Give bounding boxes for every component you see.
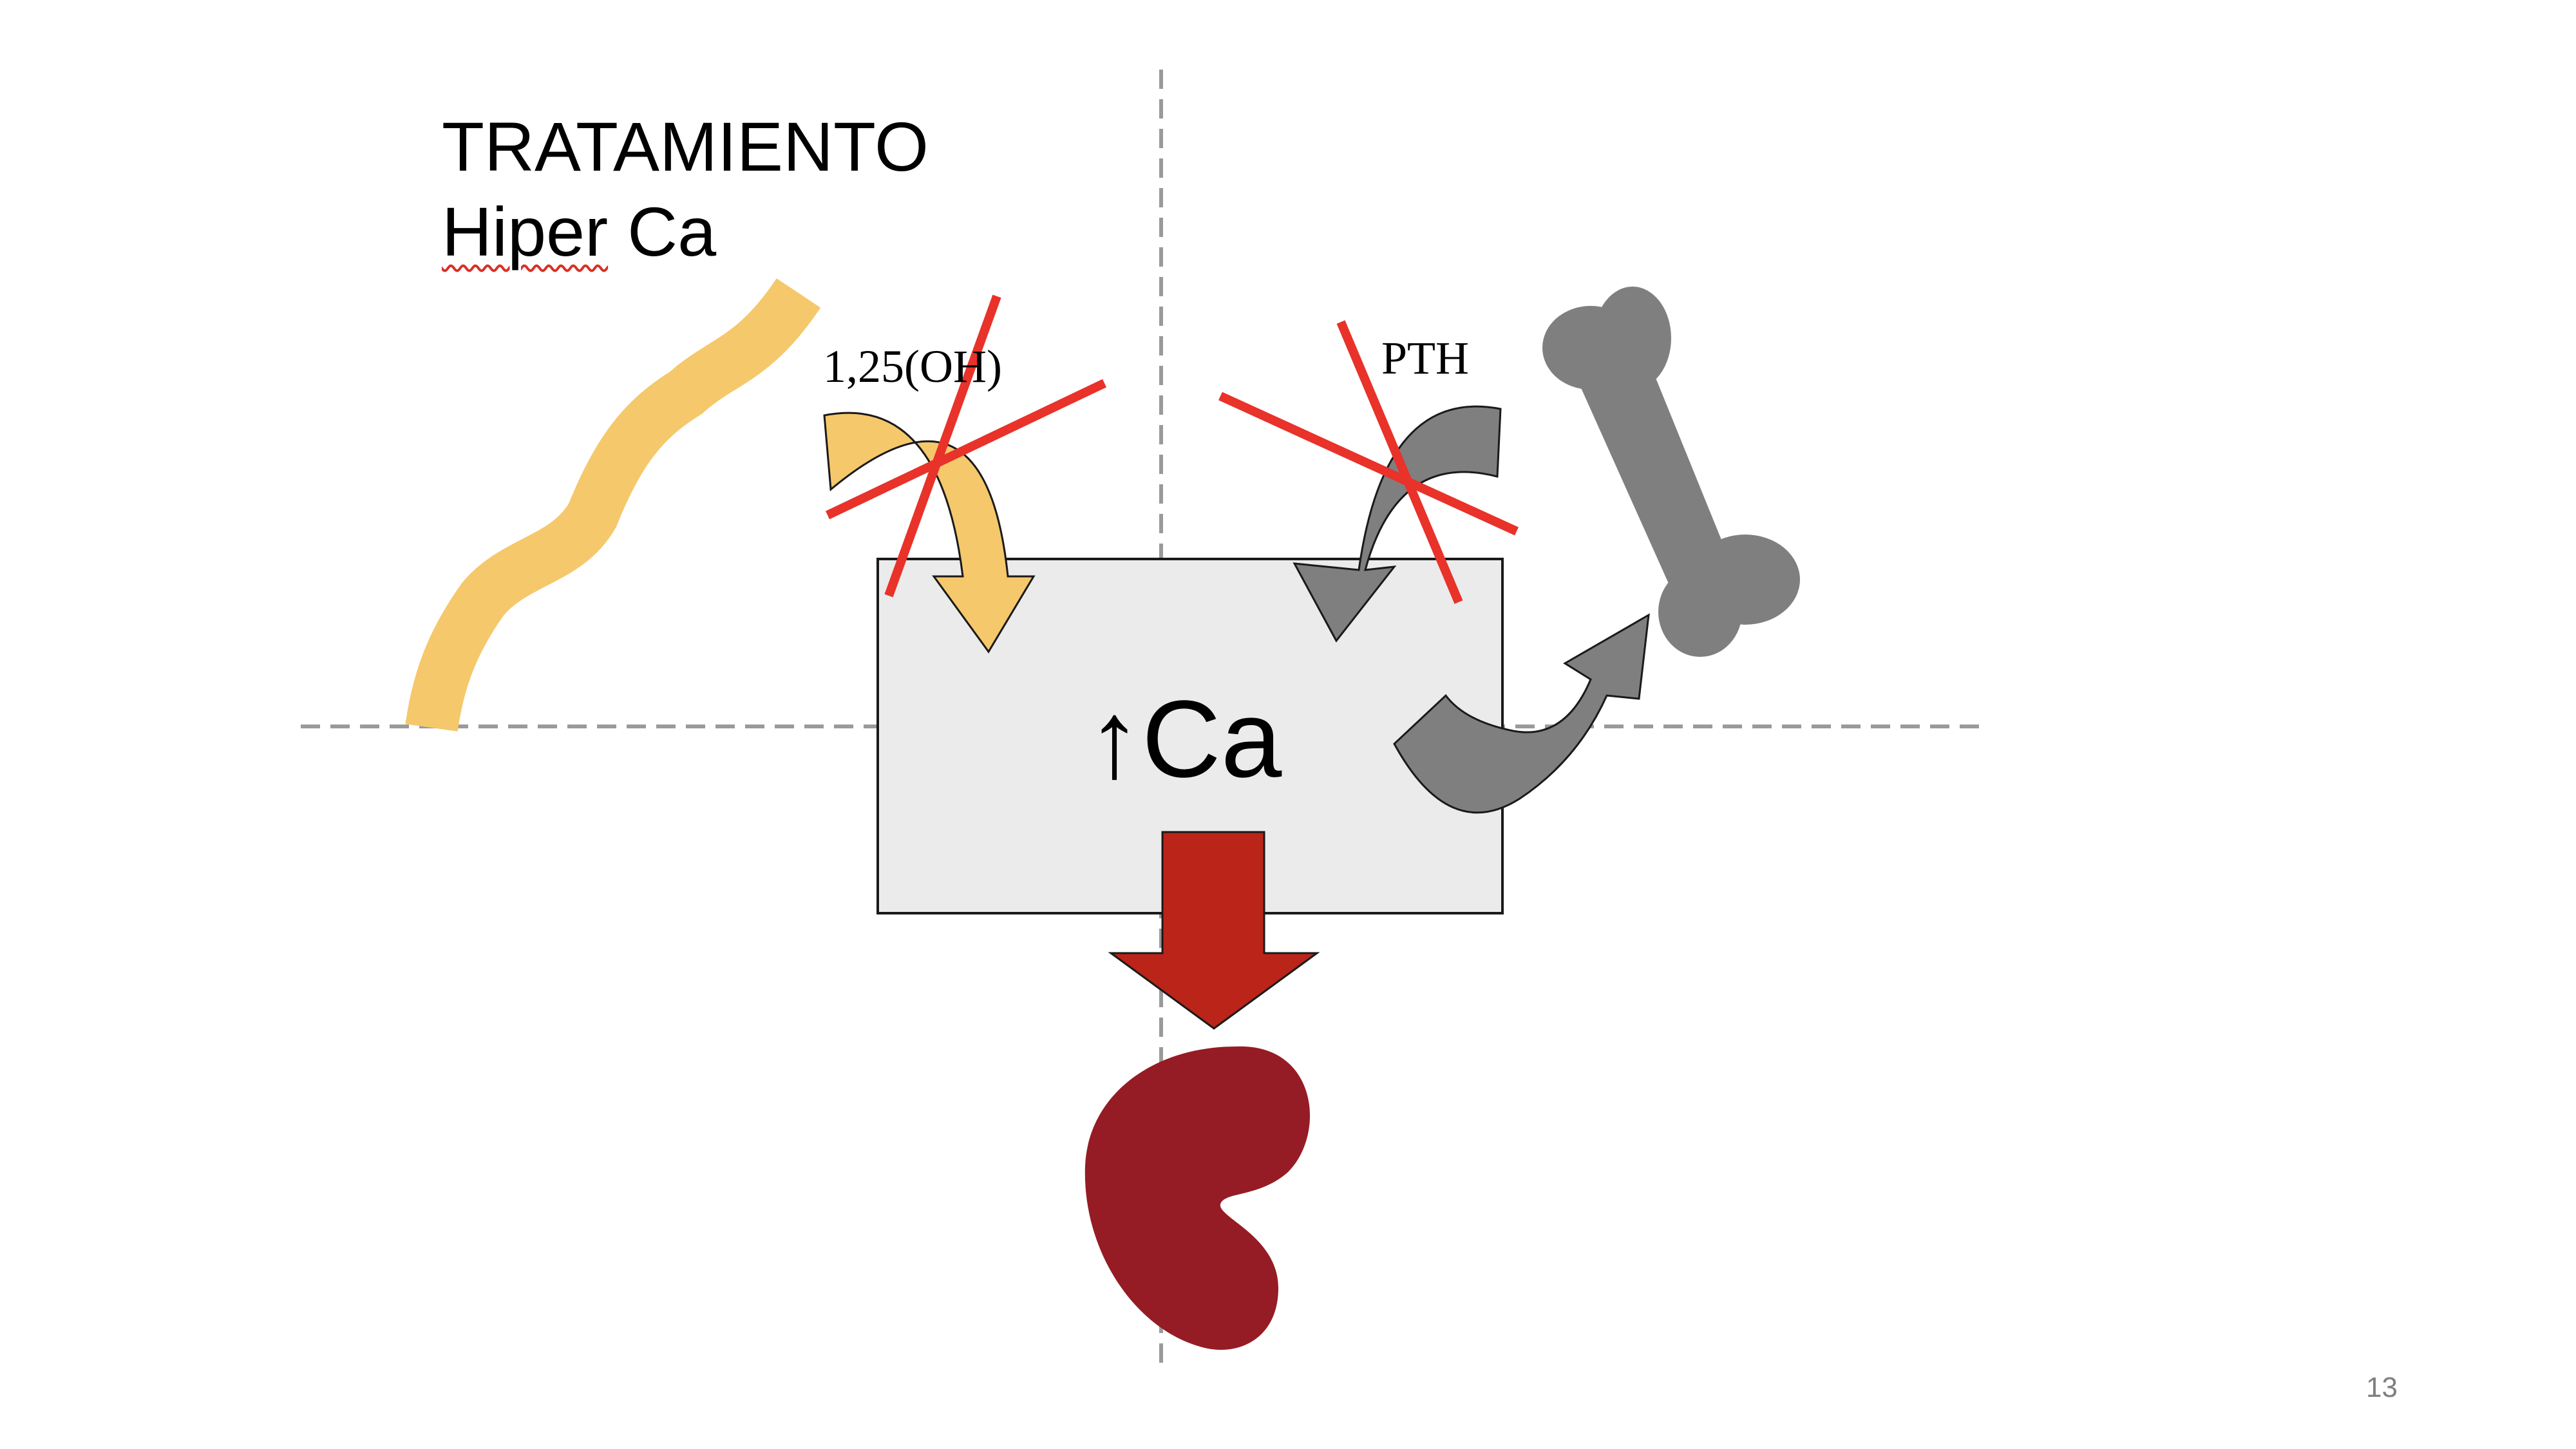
vitd-cross-mark	[825, 294, 1107, 598]
pth-cross-mark	[1218, 320, 1519, 604]
title-line-1: TRATAMIENTO	[442, 108, 929, 185]
pth-arrow	[1293, 405, 1502, 643]
title-line-2: Hiper Ca	[442, 189, 929, 274]
kidney-icon	[1084, 1046, 1311, 1350]
intestine-icon	[405, 278, 821, 732]
pth-label: PTH	[1381, 332, 1470, 384]
bone-icon	[1542, 287, 1800, 657]
calcium-label: ↑Ca	[1087, 678, 1282, 800]
vitd-label: 1,25(OH)	[823, 341, 1002, 392]
slide-title: TRATAMIENTO Hiper Ca	[442, 104, 929, 274]
excretion-arrow	[1108, 831, 1320, 1030]
title-word-ca: Ca	[627, 193, 717, 270]
vitd-arrow	[823, 412, 1036, 654]
title-word-hiper: Hiper	[442, 193, 609, 270]
bone-resorption-arrow	[1393, 613, 1650, 814]
page-number: 13	[2366, 1372, 2398, 1403]
